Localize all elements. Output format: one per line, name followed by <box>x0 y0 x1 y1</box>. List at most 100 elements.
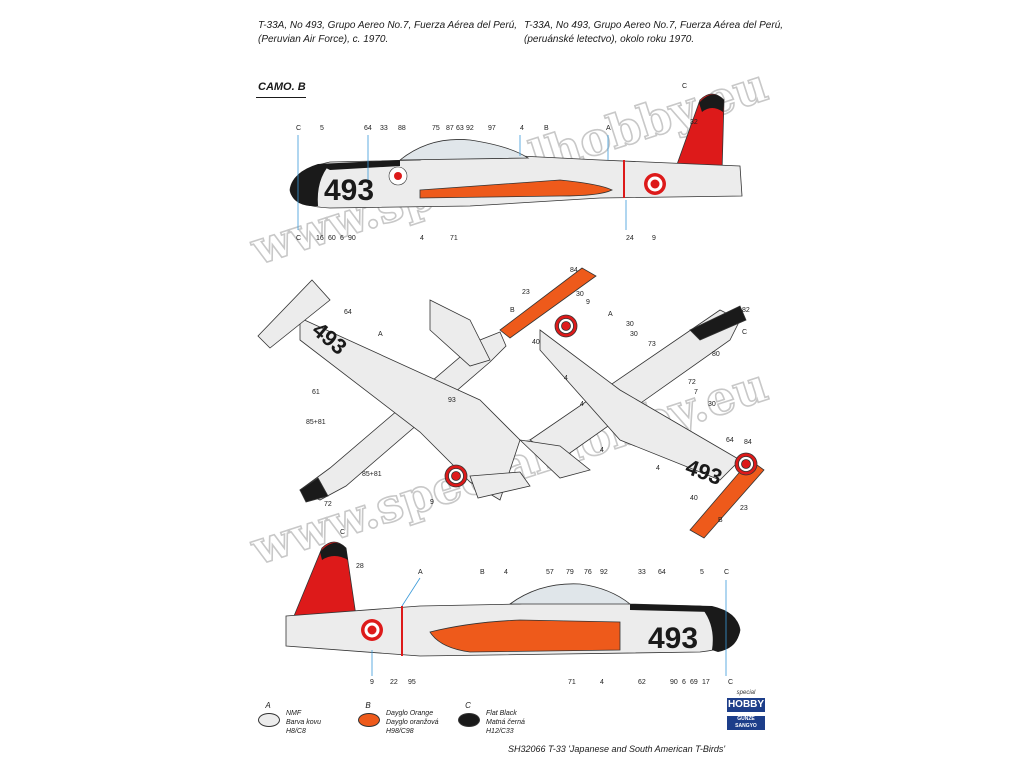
aircraft-number-top: 493 <box>324 174 374 207</box>
svg-text:76: 76 <box>584 569 592 576</box>
legend-b-line1: Dayglo Orange <box>386 710 434 717</box>
svg-text:30: 30 <box>576 291 584 298</box>
brand-logo: special HOBBY GUNZE SANGYO <box>725 690 767 736</box>
svg-text:C: C <box>728 679 733 686</box>
svg-text:80: 80 <box>712 351 720 358</box>
svg-text:84: 84 <box>570 267 578 274</box>
svg-text:4: 4 <box>564 375 568 382</box>
legend-c-letter: C <box>465 701 471 710</box>
header-right-line1: T-33A, No 493, Grupo Aereo No.7, Fuerza … <box>524 20 784 31</box>
svg-text:40: 40 <box>532 339 540 346</box>
legend-c-line3: H12/C33 <box>486 728 514 735</box>
legend-c-line1: Flat Black <box>486 710 517 717</box>
svg-text:73: 73 <box>648 341 656 348</box>
svg-text:B: B <box>480 569 485 576</box>
legend-a-line1: NMF <box>286 710 302 717</box>
svg-text:71: 71 <box>568 679 576 686</box>
svg-text:95: 95 <box>408 679 416 686</box>
svg-text:85+81: 85+81 <box>362 471 382 478</box>
svg-text:5: 5 <box>320 125 324 132</box>
svg-text:4: 4 <box>520 125 524 132</box>
svg-text:A: A <box>378 331 383 338</box>
svg-text:C: C <box>296 235 301 242</box>
camo-label: CAMO. B <box>258 81 306 93</box>
svg-text:22: 22 <box>390 679 398 686</box>
svg-text:30: 30 <box>630 331 638 338</box>
callout-leaders <box>297 135 727 676</box>
logo-line2: HOBBY <box>727 698 765 712</box>
aircraft-number-bottom: 493 <box>648 622 698 655</box>
svg-text:85+81: 85+81 <box>306 419 326 426</box>
svg-text:93: 93 <box>448 397 456 404</box>
svg-text:28: 28 <box>356 563 364 570</box>
svg-text:64: 64 <box>344 309 352 316</box>
footer-caption: SH32066 T-33 'Japanese and South America… <box>508 744 726 754</box>
header-left-line2: (Peruvian Air Force), c. 1970. <box>258 34 389 45</box>
camo-underline <box>256 97 306 98</box>
svg-text:7: 7 <box>694 389 698 396</box>
plan-view-upper: 493 <box>257 279 531 503</box>
header-right: T-33A, No 493, Grupo Aereo No.7, Fuerza … <box>524 19 783 47</box>
svg-text:64: 64 <box>658 569 666 576</box>
logo-line1: special <box>736 690 756 696</box>
svg-text:64: 64 <box>364 125 372 132</box>
svg-text:23: 23 <box>522 289 530 296</box>
svg-text:40: 40 <box>690 495 698 502</box>
svg-text:30: 30 <box>626 321 634 328</box>
svg-text:9: 9 <box>586 299 590 306</box>
svg-text:90: 90 <box>670 679 678 686</box>
svg-text:9: 9 <box>370 679 374 686</box>
svg-text:84: 84 <box>744 439 752 446</box>
legend-b-line2: Dayglo oranžová <box>386 719 439 726</box>
svg-text:A: A <box>608 311 613 318</box>
svg-text:60: 60 <box>328 235 336 242</box>
svg-text:C: C <box>340 529 345 536</box>
svg-text:71: 71 <box>450 235 458 242</box>
svg-text:C: C <box>682 83 687 90</box>
svg-text:4: 4 <box>656 465 660 472</box>
svg-text:69: 69 <box>690 679 698 686</box>
svg-text:72: 72 <box>324 501 332 508</box>
svg-text:4: 4 <box>580 401 584 408</box>
svg-text:57: 57 <box>546 569 554 576</box>
svg-text:63: 63 <box>456 125 464 132</box>
svg-text:6: 6 <box>340 235 344 242</box>
svg-text:97: 97 <box>488 125 496 132</box>
legend-a-letter: A <box>265 701 271 710</box>
side-profile-right: 493 <box>285 541 741 657</box>
svg-text:16: 16 <box>316 235 324 242</box>
svg-text:4: 4 <box>600 447 604 454</box>
svg-text:9: 9 <box>430 499 434 506</box>
svg-text:B: B <box>544 125 549 132</box>
svg-text:9: 9 <box>652 235 656 242</box>
legend-c-line2: Matná černá <box>486 719 525 726</box>
svg-text:B: B <box>510 307 515 314</box>
svg-text:A: A <box>606 125 611 132</box>
svg-text:79: 79 <box>566 569 574 576</box>
svg-text:5: 5 <box>700 569 704 576</box>
svg-text:82: 82 <box>742 307 750 314</box>
svg-text:6: 6 <box>682 679 686 686</box>
legend-b-swatch <box>358 713 380 727</box>
logo-line3: GUNZE SANGYO <box>727 716 765 730</box>
svg-text:17: 17 <box>702 679 710 686</box>
svg-text:61: 61 <box>312 389 320 396</box>
svg-text:23: 23 <box>740 505 748 512</box>
legend-a-line2: Barva kovu <box>286 719 322 726</box>
side-profile-left: 493 <box>289 93 743 209</box>
legend-a-line3: H8/C8 <box>286 728 306 735</box>
header-left: T-33A, No 493, Grupo Aereo No.7, Fuerza … <box>258 19 517 47</box>
svg-text:32: 32 <box>690 119 698 126</box>
svg-text:87: 87 <box>446 125 454 132</box>
svg-text:33: 33 <box>638 569 646 576</box>
plan-view-lower: 493 <box>499 267 765 539</box>
header-right-line2: (peruánské letectvo), okolo roku 1970. <box>524 34 695 45</box>
svg-text:33: 33 <box>380 125 388 132</box>
svg-text:4: 4 <box>600 679 604 686</box>
svg-text:B: B <box>718 517 723 524</box>
svg-text:C: C <box>296 125 301 132</box>
legend-b-line3: H98/C98 <box>386 728 414 735</box>
svg-text:4: 4 <box>420 235 424 242</box>
header-left-line1: T-33A, No 493, Grupo Aereo No.7, Fuerza … <box>258 20 518 31</box>
